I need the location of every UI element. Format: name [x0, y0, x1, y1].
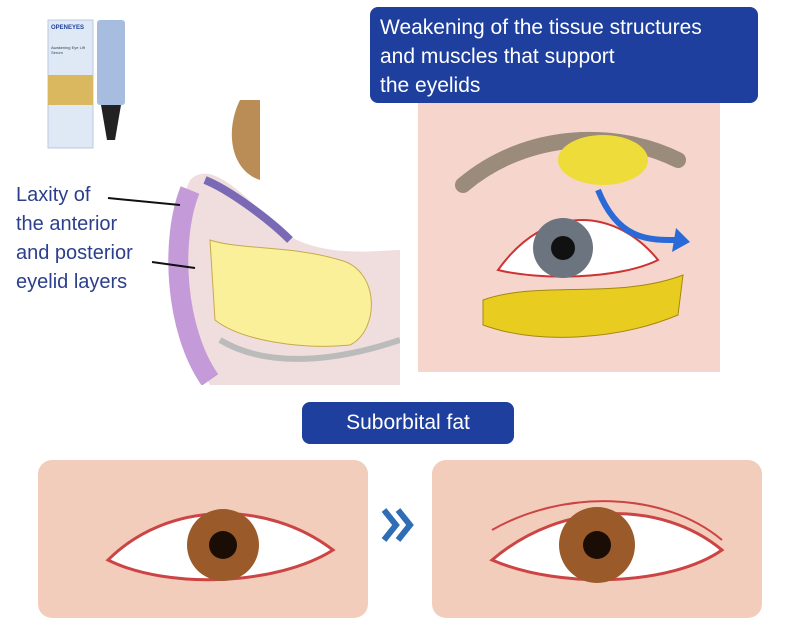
banner-line: and muscles that support	[380, 45, 615, 68]
label-line: the anterior	[16, 213, 118, 235]
label-line: Laxity of	[16, 184, 91, 206]
product-brand: OPENEYES	[51, 25, 85, 31]
aging-eye-fat-illustration	[418, 100, 720, 372]
double-chevron-right-icon	[381, 508, 414, 542]
tissue-weakening-banner: Weakening of the tissue structures and m…	[370, 7, 758, 103]
banner-line: Weakening of the tissue structures	[380, 16, 702, 39]
suborbital-fat-banner: Suborbital fat	[302, 402, 514, 444]
after-eye-photo	[432, 460, 762, 618]
banner-line: the eyelids	[380, 74, 481, 97]
eyelid-laxity-label: Laxity of the anterior and posterior eye…	[16, 181, 133, 297]
label-line: eyelid layers	[16, 271, 128, 293]
product-image: OPENEYES Awakening Eye Lift Serum	[45, 15, 140, 150]
label-line: and posterior	[16, 242, 133, 264]
eyelid-cross-section-illustration	[168, 100, 400, 385]
before-eye-photo	[38, 460, 368, 618]
product-box-and-tube	[47, 19, 125, 149]
product-name: Awakening Eye Lift Serum	[51, 45, 85, 55]
